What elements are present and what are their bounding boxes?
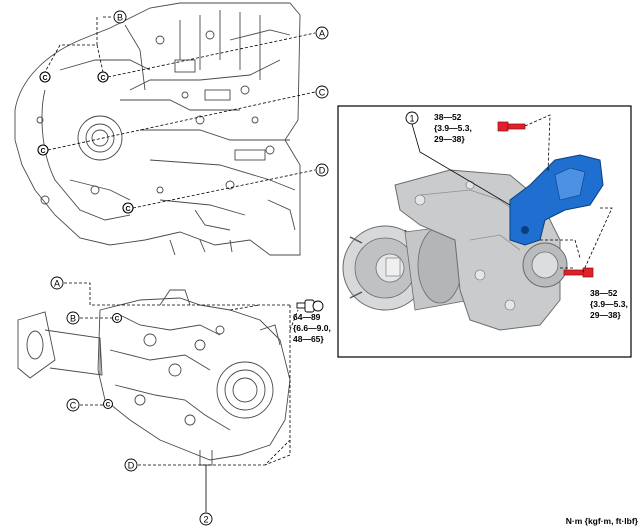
transfer-unit-sketch	[17, 289, 291, 466]
callout-c-bottom: C	[66, 398, 80, 412]
callout-a-top: A	[315, 26, 329, 40]
upper-torque-line2: {3.9—5.3,	[434, 123, 472, 133]
callout-d-bottom-label: D	[128, 461, 135, 471]
part-1-label: 1	[409, 114, 414, 124]
upper-torque-line1: 38—52	[434, 112, 462, 122]
callout-c-bottom-label: C	[70, 401, 77, 411]
callout-a-label: A	[319, 29, 325, 39]
svg-text:C: C	[115, 316, 120, 323]
callout-b-bottom: B	[66, 311, 80, 325]
svg-text:C: C	[40, 148, 45, 155]
main-bolt-torque: 64—89 {6.6—9.0, 48—65}	[293, 312, 331, 344]
callout-part-2: 2	[199, 512, 213, 526]
svg-text:C: C	[125, 206, 130, 213]
svg-text:C: C	[100, 75, 105, 82]
callout-b-label: B	[117, 13, 123, 23]
upper-bolt-torque: 38—52 {3.9—5.3, 29—38}	[434, 112, 472, 144]
main-bolt-icon	[296, 299, 324, 313]
callout-d-label: D	[319, 166, 326, 176]
transaxle-case-sketch	[14, 2, 301, 256]
inset-leader-solid	[411, 123, 511, 206]
case-bolt-markers	[37, 71, 134, 214]
callout-d-bottom: D	[124, 458, 138, 472]
case-bolt-glyphs: C C C C	[40, 75, 130, 213]
mounting-bracket	[509, 154, 604, 246]
inset-leader-lines	[524, 114, 613, 273]
callout-c-top: C	[315, 85, 329, 99]
lower-torque-line2: {3.9—5.3,	[590, 299, 628, 309]
units-note: N·m {kgf·m, ft·lbf}	[566, 516, 639, 526]
transfer-bolt-glyphs: CC	[106, 316, 120, 409]
callout-b-bottom-label: B	[70, 314, 76, 324]
lower-bolt-torque: 38—52 {3.9—5.3, 29—38}	[590, 288, 628, 320]
bolt-upper-icon	[497, 121, 526, 132]
upper-torque-line3: 29—38}	[434, 134, 465, 144]
main-torque-line3: 48—65}	[293, 334, 324, 344]
callout-part-1: 1	[405, 111, 419, 125]
main-torque-line2: {6.6—9.0,	[293, 323, 331, 333]
callout-a-bottom: A	[50, 276, 64, 290]
callout-a-bottom-label: A	[54, 279, 60, 289]
lower-torque-line3: 29—38}	[590, 310, 621, 320]
callout-b-top: B	[113, 10, 127, 24]
case-leader-lines	[44, 16, 316, 209]
transfer-leader-lines	[64, 282, 299, 466]
lower-torque-line1: 38—52	[590, 288, 618, 298]
callout-d-top: D	[315, 163, 329, 177]
part-2-label: 2	[203, 515, 208, 525]
transfer-bolt-markers	[103, 313, 122, 409]
callout-c-label: C	[319, 88, 326, 98]
bolt-lower-icon	[563, 267, 594, 278]
svg-text:C: C	[106, 402, 111, 409]
svg-text:C: C	[42, 75, 47, 82]
main-torque-line1: 64—89	[293, 312, 321, 322]
